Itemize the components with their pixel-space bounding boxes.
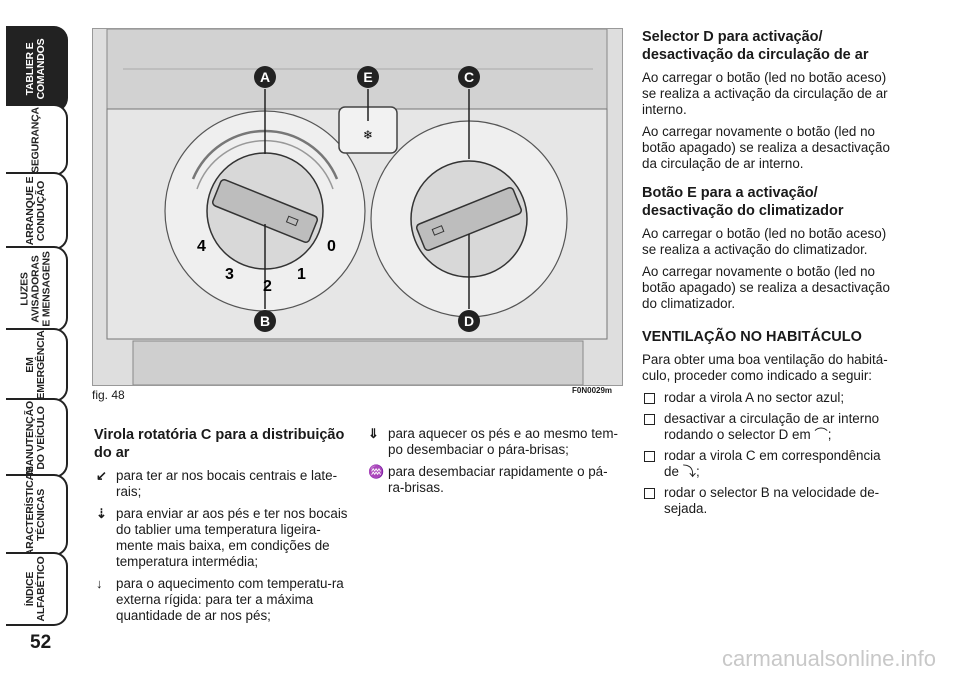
- tab-luzes-avisadoras[interactable]: LUZES AVISADORAS E MENSAGENS: [6, 246, 68, 332]
- column-2: ⇓para aquecer os pés e ao mesmo tem-po d…: [366, 426, 620, 502]
- column-3: Selector D para activação/ desactivação …: [642, 28, 898, 522]
- windscreen-defrost-icon: ♒: [368, 464, 385, 479]
- checkbox-bullet-icon: [644, 414, 655, 425]
- list-item: rodar a virola C em correspondência de ⤵…: [642, 448, 898, 480]
- speed-label-3: 3: [225, 266, 234, 283]
- callout-e: E: [363, 69, 372, 85]
- svg-text:❄: ❄: [363, 128, 373, 142]
- list-item: rodar o selector B na velocidade de-seja…: [642, 485, 898, 517]
- speed-label-1: 1: [297, 266, 306, 283]
- tab-manutencao[interactable]: MANUTENÇÃO DO VEÍCULO: [6, 398, 68, 478]
- checkbox-bullet-icon: [644, 488, 655, 499]
- tab-caracteristicas[interactable]: CARACTERÍSTICAS TÉCNICAS: [6, 466, 68, 564]
- heading-virola-c: Virola rotatória C para a distribuição d…: [94, 427, 345, 461]
- tab-seguranca[interactable]: SEGURANÇA: [6, 104, 68, 176]
- list-item: ↓para o aquecimento com temperatu-ra ext…: [96, 576, 344, 623]
- callout-a: A: [260, 69, 270, 85]
- column-1: Virola rotatória C para a distribuição d…: [94, 426, 348, 630]
- tab-tablier-comandos[interactable]: TABLIER E COMANDOS: [6, 26, 68, 112]
- checkbox-bullet-icon: [644, 451, 655, 462]
- climate-panel-drawing: ❄ A E C B D 0 1 2 3 4: [106, 29, 608, 385]
- heading-ventilacao: VENTILAÇÃO NO HABITÁCULO: [642, 329, 862, 345]
- feet-defrost-icon: ⇓: [368, 426, 379, 441]
- tab-indice[interactable]: ÍNDICE ALFABÉTICO: [6, 552, 68, 626]
- climate-control-figure: ❄ A E C B D 0 1 2 3 4: [92, 28, 623, 386]
- paragraph: Ao carregar novamente o botão (led no bo…: [642, 264, 890, 311]
- list-item: ♒para desembaciar rapidamente o pá-ra-br…: [368, 464, 608, 495]
- checkbox-bullet-icon: [644, 393, 655, 404]
- face-vent-icon: ↙: [96, 468, 107, 483]
- figure-code: F0N0029m: [572, 386, 613, 395]
- list-item: ⇓para aquecer os pés e ao mesmo tem-po d…: [368, 426, 618, 457]
- callout-b: B: [260, 313, 270, 329]
- list-item: ⇣para enviar ar aos pés e ter nos bocais…: [96, 506, 348, 569]
- speed-label-4: 4: [197, 238, 206, 255]
- list-item: rodar a virola A no sector azul;: [642, 390, 898, 406]
- speed-label-0: 0: [327, 238, 336, 255]
- face-feet-icon: ⇣: [96, 506, 107, 521]
- heading-selector-d: Selector D para activação/ desactivação …: [642, 29, 869, 63]
- list-item: desactivar a circulação de ar interno ro…: [642, 411, 898, 443]
- page-number: 52: [30, 632, 52, 653]
- watermark: carmanualsonline.info: [721, 646, 936, 671]
- callout-d: D: [464, 313, 474, 329]
- heading-botao-e: Botão E para a activação/ desactivação d…: [642, 185, 844, 219]
- paragraph: Ao carregar o botão (led no botão aceso)…: [642, 70, 888, 117]
- speed-label-2: 2: [263, 278, 272, 295]
- paragraph: Ao carregar novamente o botão (led no bo…: [642, 124, 890, 171]
- figure-caption: fig. 48: [92, 388, 125, 402]
- section-sidebar: TABLIER E COMANDOS SEGURANÇA ARRANQUE E …: [0, 0, 76, 676]
- list-item: ↙para ter ar nos bocais centrais e late-…: [96, 468, 338, 499]
- tab-arranque-conducao[interactable]: ARRANQUE E CONDUÇÃO: [6, 172, 68, 250]
- paragraph: Para obter uma boa ventilação do habitá-…: [642, 352, 888, 383]
- callout-c: C: [464, 69, 474, 85]
- paragraph: Ao carregar o botão (led no botão aceso)…: [642, 226, 887, 257]
- tab-emergencia[interactable]: EM EMERGÊNCIA: [6, 328, 68, 402]
- feet-icon: ↓: [96, 576, 103, 591]
